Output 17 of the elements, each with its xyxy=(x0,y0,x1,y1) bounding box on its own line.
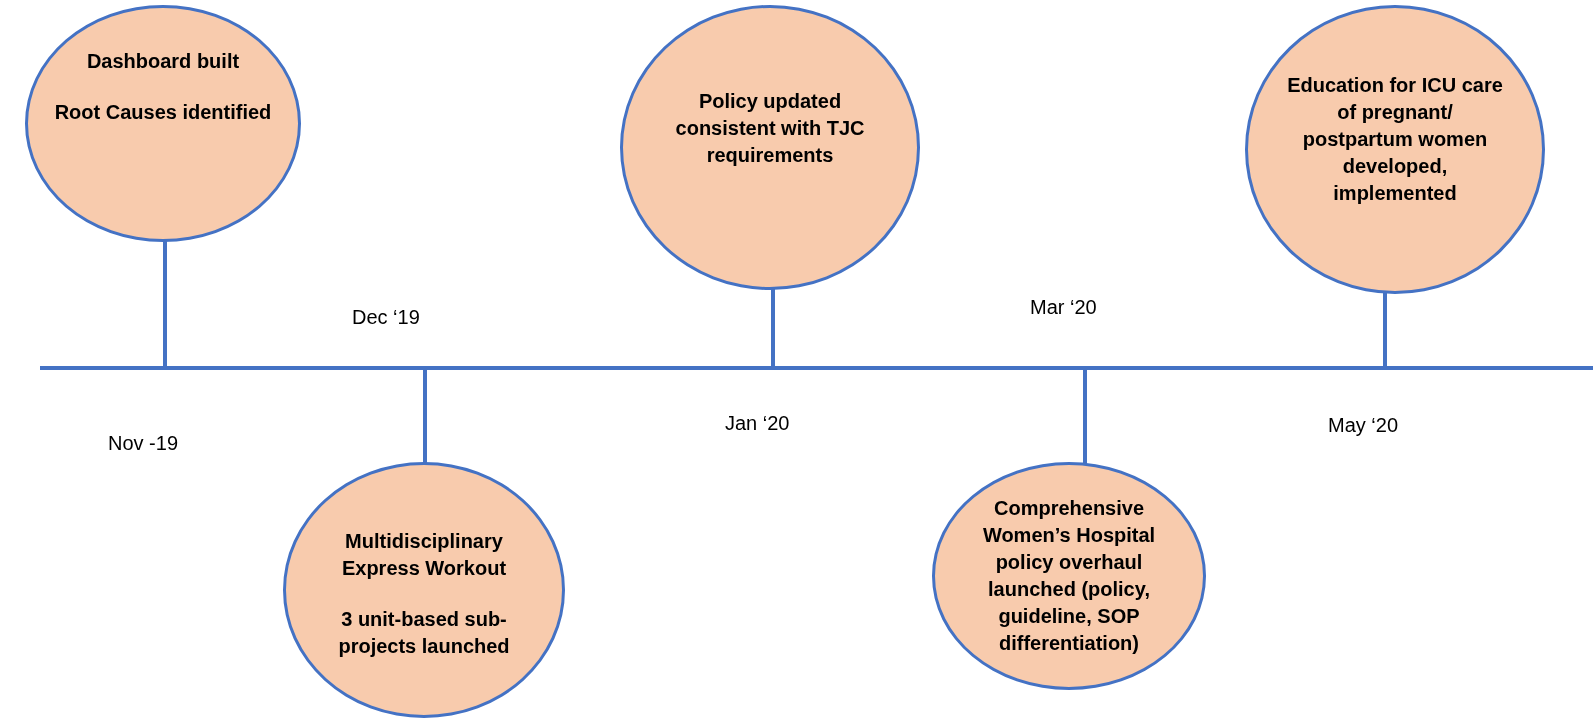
milestone-text: Multidisciplinary Express Workout xyxy=(340,529,508,581)
milestone-text: Education for ICU care of pregnant/ postpartum women developed, implemented xyxy=(1286,73,1504,206)
date-label: Mar ‘20 xyxy=(1030,295,1097,320)
milestone-text: Root Causes identified xyxy=(54,100,272,125)
connector-stem xyxy=(163,240,167,368)
milestone-text: 3 unit-based sub-projects launched xyxy=(337,607,511,659)
date-label: Jan ‘20 xyxy=(725,411,790,436)
milestone-text: Comprehensive Women’s Hospital policy overhaul launched (policy, guideline, SOP differentiation) xyxy=(981,496,1157,656)
date-label: Dec ‘19 xyxy=(352,305,420,330)
date-label: May ‘20 xyxy=(1328,413,1399,438)
date-label: Nov -19 xyxy=(108,431,179,456)
milestone-text: Dashboard built xyxy=(86,49,240,74)
connector-stem xyxy=(1383,292,1387,368)
connector-stem xyxy=(771,288,775,368)
connector-stem xyxy=(1083,368,1087,464)
connector-stem xyxy=(423,368,427,464)
milestone-text: Policy updated consistent with TJC requirements xyxy=(674,89,866,168)
